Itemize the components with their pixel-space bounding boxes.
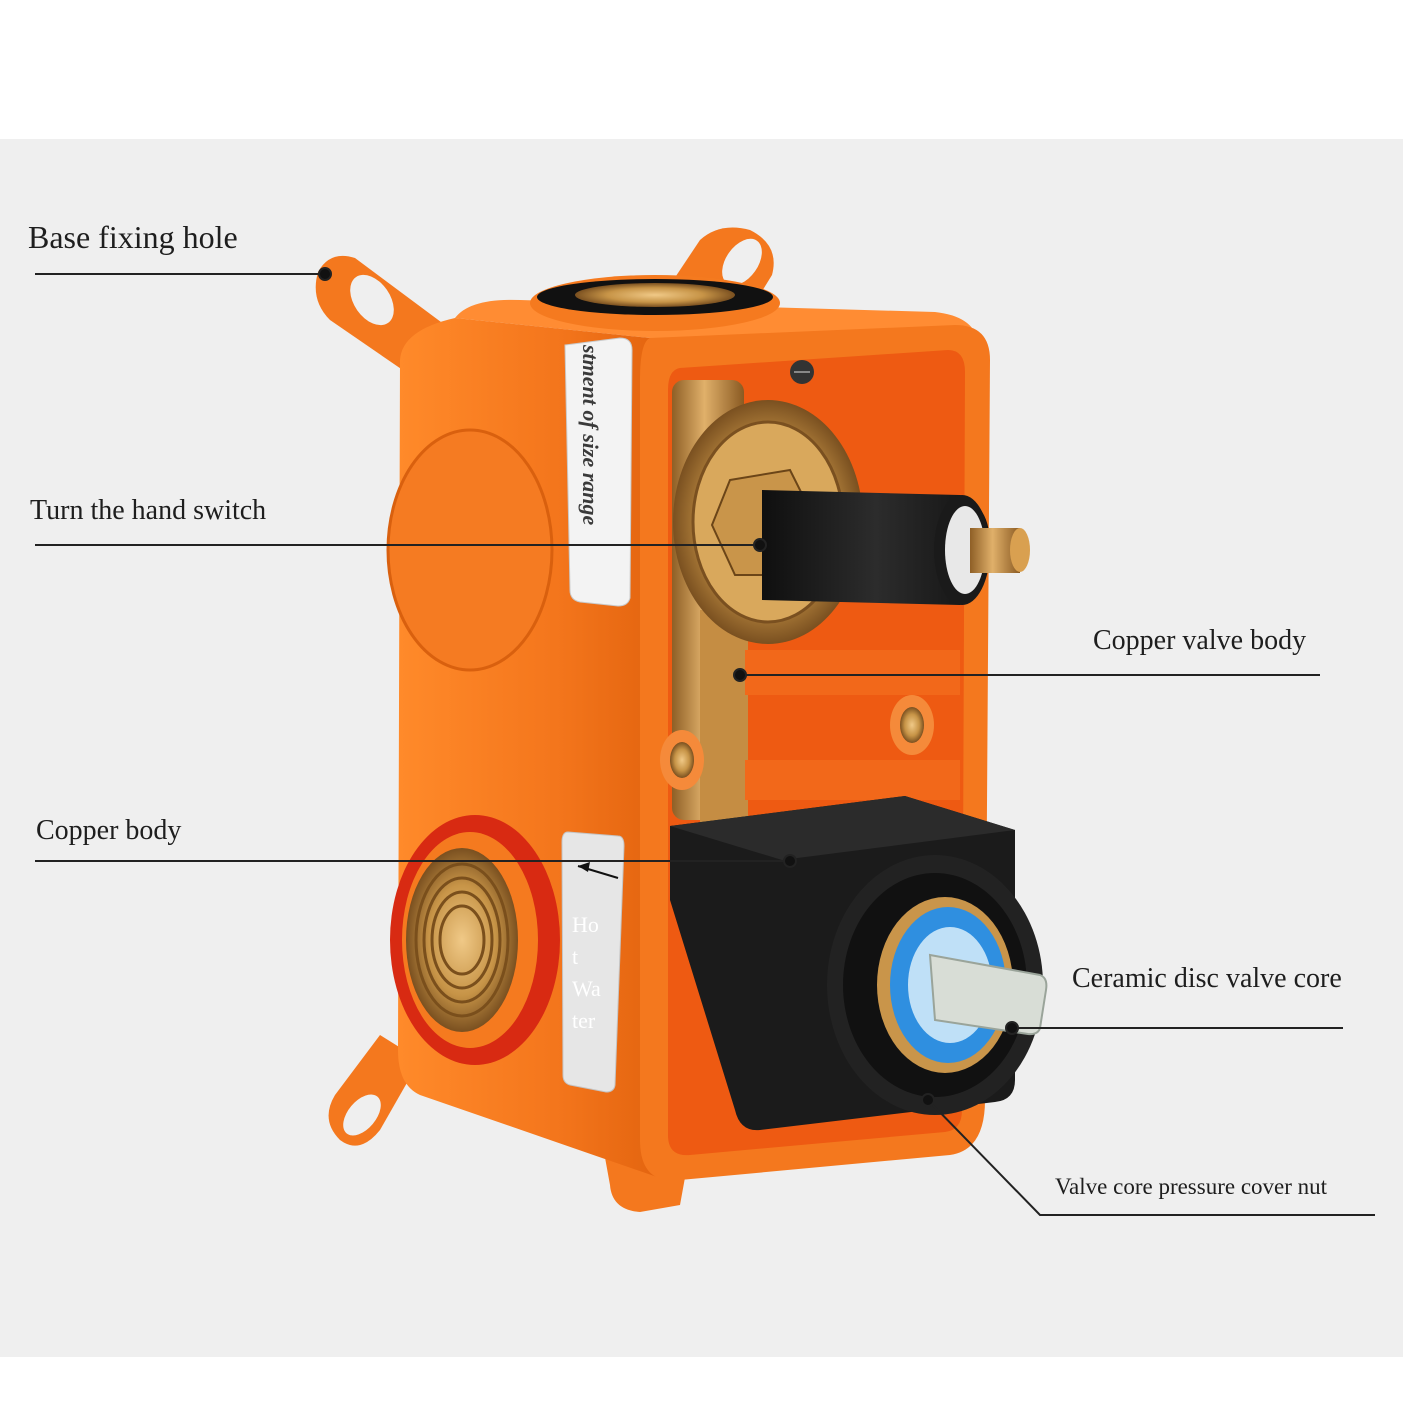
size-range-sticker-text: stment of size range: [578, 344, 603, 526]
label-valve-core-pressure-cover-nut: Valve core pressure cover nut: [1055, 1174, 1328, 1199]
cartridge-housing: [670, 796, 1048, 1131]
threaded-inlet: [390, 815, 560, 1065]
hot-water-sticker: Ho t Wa ter: [561, 831, 625, 1093]
knockout-plug: [386, 428, 554, 672]
label-copper-valve-body: Copper valve body: [1093, 625, 1306, 656]
label-copper-body: Copper body: [36, 815, 181, 846]
diverter-stem: [673, 400, 1030, 644]
hot-water-line-1: Ho: [572, 912, 599, 937]
hot-water-line-2: t: [572, 944, 578, 969]
label-ceramic-disc-valve-core: Ceramic disc valve core: [1072, 963, 1342, 994]
label-base-fixing-hole: Base fixing hole: [28, 219, 238, 255]
hot-water-line-3: Wa: [572, 976, 601, 1001]
label-turn-hand-switch: Turn the hand switch: [30, 495, 266, 526]
size-range-sticker: stment of size range: [564, 337, 633, 607]
callout-labels: Base fixing hole Turn the hand switch Co…: [28, 219, 1342, 1199]
leader-valve-core-pressure-cover-nut: [927, 1099, 1375, 1216]
leader-lines: [35, 267, 1375, 1216]
hot-water-line-4: ter: [572, 1008, 596, 1033]
stem-black-sleeve: [762, 490, 990, 605]
inner-ports: [660, 650, 960, 800]
